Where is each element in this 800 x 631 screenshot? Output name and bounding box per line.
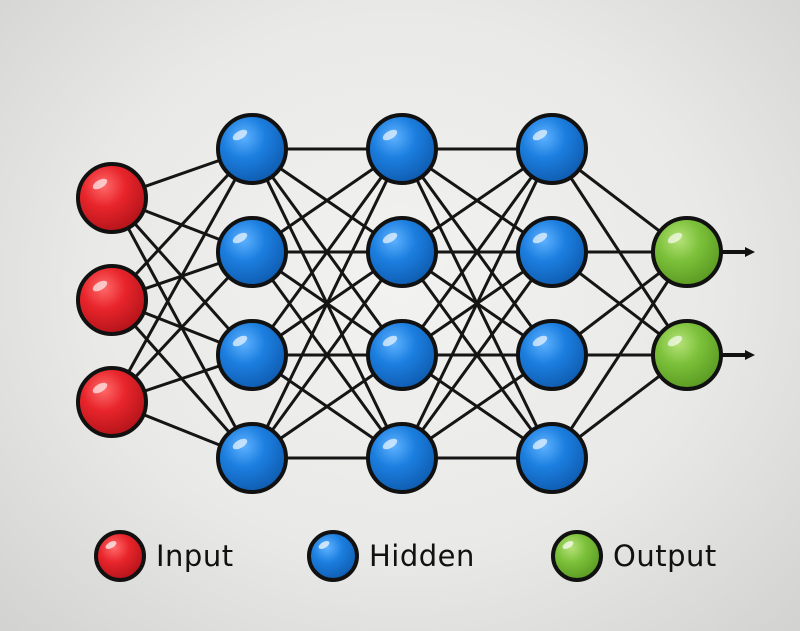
hidden-node-highlight (532, 129, 548, 141)
legend-swatch-hidden-highlight (318, 541, 330, 549)
connections (110, 147, 689, 460)
legend-swatch-hidden (307, 530, 359, 582)
hidden-node-layer3-1 (366, 113, 438, 185)
hidden-node-layer3-2 (366, 216, 438, 288)
input-node-layer1-1 (76, 162, 148, 234)
input-node-layer1-2 (76, 264, 148, 336)
hidden-node-highlight (382, 232, 398, 244)
input-node-layer1-3 (76, 366, 148, 438)
connection-line-l4-4-1 (550, 250, 689, 460)
legend-label-output: Output (613, 539, 717, 573)
output-node-highlight (667, 335, 683, 347)
output-node-highlight (667, 232, 683, 244)
output-arrows (717, 247, 755, 360)
hidden-node-layer2-1 (216, 113, 288, 185)
legend-item-input: Input (94, 530, 234, 582)
legend-swatch-input (94, 530, 146, 582)
hidden-node-highlight (532, 232, 548, 244)
hidden-node-highlight (232, 129, 248, 141)
input-node-highlight (92, 280, 108, 292)
legend: Input Hidden Output (94, 530, 717, 582)
legend-swatch-output-highlight (562, 541, 574, 549)
input-node-highlight (92, 382, 108, 394)
hidden-node-layer2-2 (216, 216, 288, 288)
connection-line-l3-4-1 (400, 147, 554, 460)
hidden-node-layer4-1 (516, 113, 588, 185)
hidden-node-highlight (532, 335, 548, 347)
output-node-layer5-1 (651, 216, 723, 288)
legend-item-output: Output (551, 530, 717, 582)
hidden-node-highlight (382, 335, 398, 347)
output-node-layer5-2 (651, 319, 723, 391)
hidden-node-layer3-3 (366, 319, 438, 391)
hidden-node-layer4-4 (516, 422, 588, 494)
hidden-node-highlight (382, 438, 398, 450)
hidden-node-highlight (382, 129, 398, 141)
hidden-node-highlight (532, 438, 548, 450)
hidden-node-layer4-2 (516, 216, 588, 288)
legend-swatch-input-highlight (105, 541, 117, 549)
connection-line-l2-4-1 (250, 147, 404, 460)
neurons (76, 113, 723, 494)
hidden-node-highlight (232, 232, 248, 244)
hidden-node-layer4-3 (516, 319, 588, 391)
hidden-node-highlight (232, 438, 248, 450)
legend-item-hidden: Hidden (307, 530, 475, 582)
hidden-node-layer2-3 (216, 319, 288, 391)
connection-line-l2-3-1 (250, 147, 404, 357)
hidden-node-layer2-4 (216, 422, 288, 494)
hidden-node-highlight (232, 335, 248, 347)
input-node-highlight (92, 178, 108, 190)
connection-line-l1-3-1 (110, 147, 254, 404)
connection-line-l3-4-2 (400, 250, 554, 460)
legend-swatch-output (551, 530, 603, 582)
connection-line-l2-4-2 (250, 250, 404, 460)
legend-label-input: Input (156, 539, 234, 573)
legend-label-hidden: Hidden (369, 539, 475, 573)
hidden-node-layer3-4 (366, 422, 438, 494)
connection-line-l3-3-1 (400, 147, 554, 357)
